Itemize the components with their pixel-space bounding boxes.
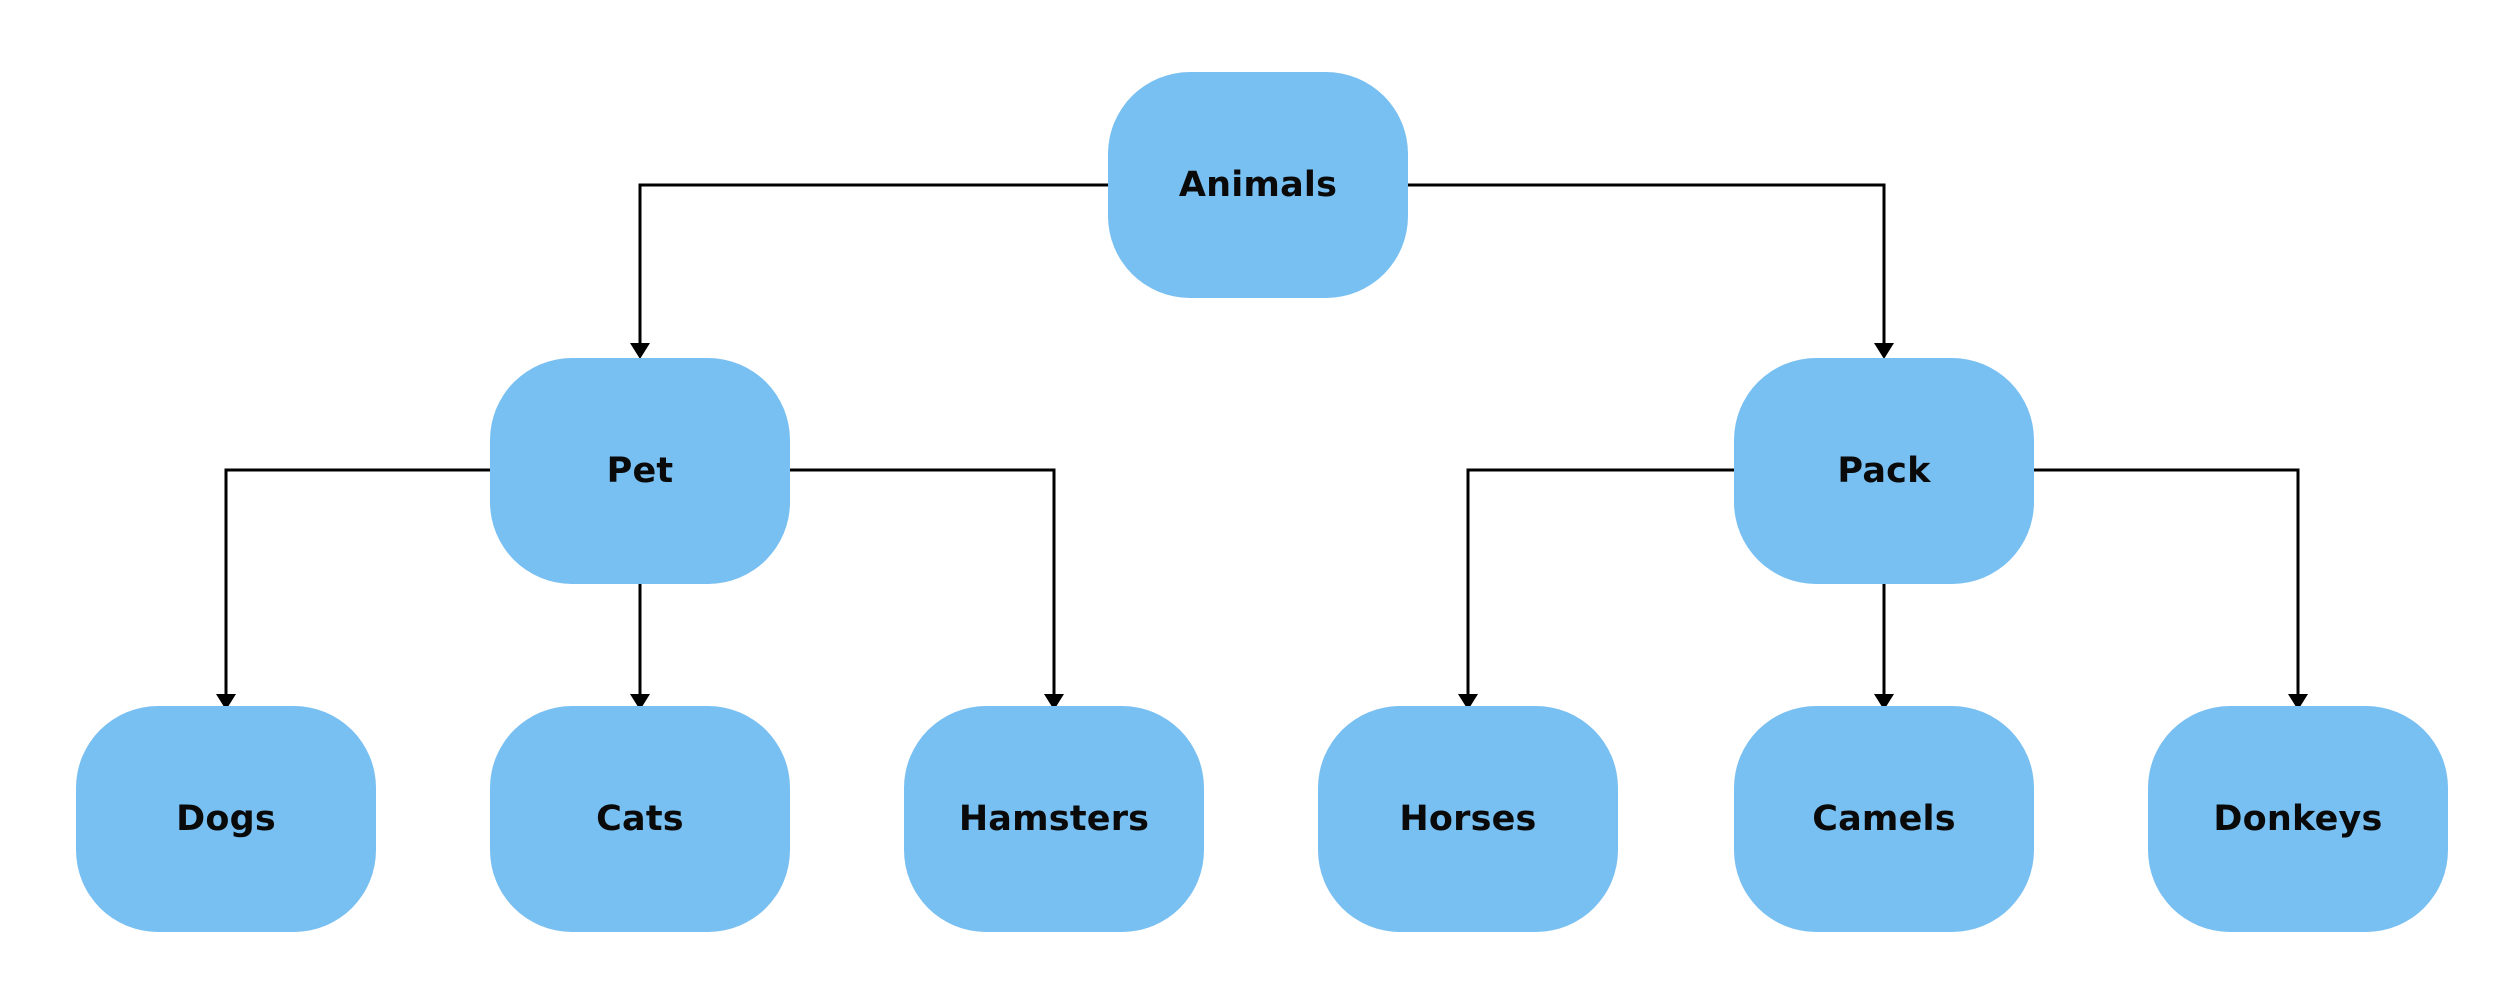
edge-pack-horses — [1466, 468, 1734, 694]
node-label-camels: Camels — [1812, 799, 1956, 839]
node-cats[interactable]: Cats — [490, 706, 790, 932]
node-label-pack: Pack — [1837, 451, 1931, 491]
node-animals[interactable]: Animals — [1108, 72, 1408, 298]
node-label-cats: Cats — [596, 799, 684, 839]
edge-animals-pack — [1408, 183, 1886, 343]
node-label-hamsters: Hamsters — [958, 799, 1150, 839]
edge-pack-donkeys — [2034, 468, 2300, 694]
node-horses[interactable]: Horses — [1318, 706, 1618, 932]
node-camels[interactable]: Camels — [1734, 706, 2034, 932]
edge-animals-pet — [638, 183, 1108, 343]
node-label-pet: Pet — [606, 451, 674, 491]
arrowhead-pack — [1874, 343, 1894, 359]
node-label-horses: Horses — [1399, 799, 1537, 839]
node-label-donkeys: Donkeys — [2213, 799, 2383, 839]
node-pack[interactable]: Pack — [1734, 358, 2034, 584]
node-pet[interactable]: Pet — [490, 358, 790, 584]
node-label-animals: Animals — [1178, 165, 1338, 205]
node-hamsters[interactable]: Hamsters — [904, 706, 1204, 932]
edge-pet-hamsters — [790, 468, 1056, 694]
edge-pet-dogs — [224, 468, 490, 694]
arrowhead-pet — [630, 343, 650, 359]
node-dogs[interactable]: Dogs — [76, 706, 376, 932]
node-label-dogs: Dogs — [176, 799, 276, 839]
node-donkeys[interactable]: Donkeys — [2148, 706, 2448, 932]
